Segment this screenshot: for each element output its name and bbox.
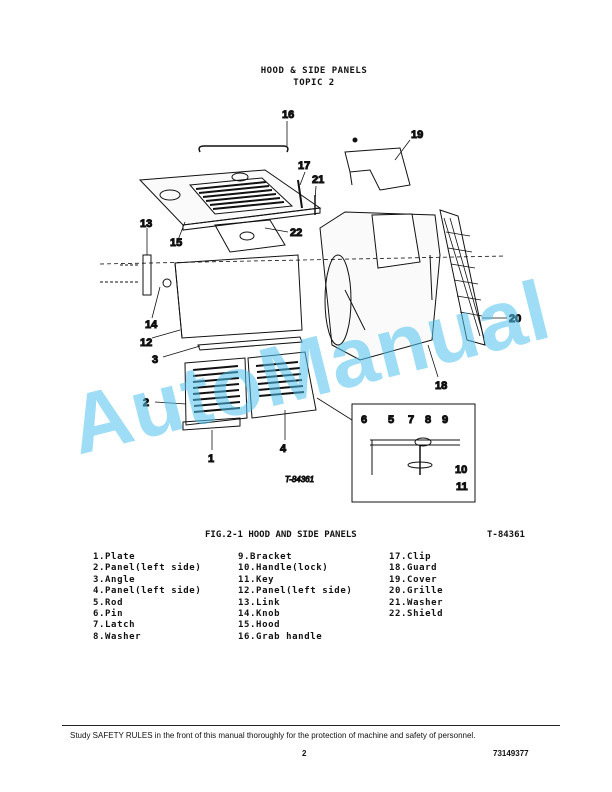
callout-11: 11 <box>456 481 468 493</box>
cover-part <box>344 137 411 191</box>
parts-list-item: 16.Grab handle <box>238 631 323 642</box>
parts-list-item: 7.Latch <box>93 620 136 631</box>
parts-list-item: 5.Rod <box>93 597 124 608</box>
parts-list-item: 13.Link <box>238 597 281 608</box>
callout-4: 4 <box>280 443 287 455</box>
parts-list-item: 20.Grille <box>389 586 444 597</box>
side-panel-2-part <box>184 357 248 426</box>
callout-20: 20 <box>509 313 521 325</box>
parts-list-item: 17.Clip <box>389 552 432 562</box>
grille-part <box>439 209 486 346</box>
callout-9: 9 <box>442 414 448 426</box>
parts-list-item: 19.Cover <box>389 574 438 585</box>
parts-list-item: 9.Bracket <box>238 552 293 562</box>
callout-13: 13 <box>140 218 152 230</box>
angle-part <box>197 336 303 351</box>
parts-list-column-2: 9.Bracket 10.Handle(lock) 11.Key 12.Pane… <box>238 552 352 643</box>
guard-part <box>319 211 441 361</box>
parts-list-item: 4.Panel(left side) <box>93 586 202 597</box>
callout-10: 10 <box>455 464 467 476</box>
callout-17: 17 <box>298 160 310 172</box>
parts-list-item: 1.Plate <box>93 552 136 562</box>
side-panel-12-part <box>174 254 303 339</box>
callout-5: 5 <box>388 414 394 426</box>
page-title: HOOD & SIDE PANELS <box>260 66 368 76</box>
callout-18: 18 <box>435 380 447 392</box>
footer-divider <box>62 725 560 726</box>
parts-list-column-3: 17.Clip 18.Guard 19.Cover 20.Grille 21.W… <box>389 552 443 620</box>
hood-part <box>138 169 322 231</box>
drawing-code: T-84361 <box>285 475 314 484</box>
parts-list-item: 18.Guard <box>389 563 438 574</box>
shield-part <box>214 219 286 253</box>
callout-14: 14 <box>145 319 158 331</box>
parts-list-item: 10.Handle(lock) <box>238 563 329 574</box>
parts-list-item: 11.Key <box>238 574 275 585</box>
parts-list-item: 22.Shield <box>389 609 444 620</box>
callout-1: 1 <box>208 453 214 465</box>
figure-caption: FIG.2-1 HOOD AND SIDE PANELS <box>205 530 357 540</box>
page-number: 2 <box>302 749 307 758</box>
document-number: 73149377 <box>493 749 529 758</box>
link-part <box>100 254 172 296</box>
callout-22: 22 <box>290 227 302 239</box>
callout-8: 8 <box>425 414 431 426</box>
parts-list-item: 21.Washer <box>389 597 444 608</box>
parts-list-item: 12.Panel(left side) <box>238 586 353 597</box>
callout-19: 19 <box>411 129 423 141</box>
latch-detail-inset <box>316 397 476 503</box>
page-topic: TOPIC 2 <box>293 78 335 88</box>
parts-list-column-1: 1.Plate 2.Panel(left side) 3.Angle 4.Pan… <box>93 552 201 643</box>
figure-code: T-84361 <box>487 530 525 540</box>
safety-note: Study SAFETY RULES in the front of this … <box>70 731 476 740</box>
callout-3: 3 <box>152 354 158 366</box>
parts-list-item: 14.Knob <box>238 609 281 620</box>
callout-12: 12 <box>140 337 152 349</box>
callout-15: 15 <box>170 237 182 249</box>
callout-21: 21 <box>312 174 324 186</box>
parts-list-item: 6.Pin <box>93 609 124 620</box>
plate-part <box>182 417 241 431</box>
parts-list-item: 3.Angle <box>93 574 136 585</box>
callout-16: 16 <box>282 109 294 121</box>
parts-list-item: 2.Panel(left side) <box>93 563 202 574</box>
callout-7: 7 <box>408 414 414 426</box>
parts-list-item: 8.Washer <box>93 631 142 642</box>
callout-2: 2 <box>143 397 149 409</box>
parts-list-item: 15.Hood <box>238 620 281 631</box>
side-panel-4-part <box>247 351 317 419</box>
callout-leaders <box>146 121 507 450</box>
callout-6: 6 <box>361 414 367 426</box>
grab-handle-part <box>198 145 289 153</box>
